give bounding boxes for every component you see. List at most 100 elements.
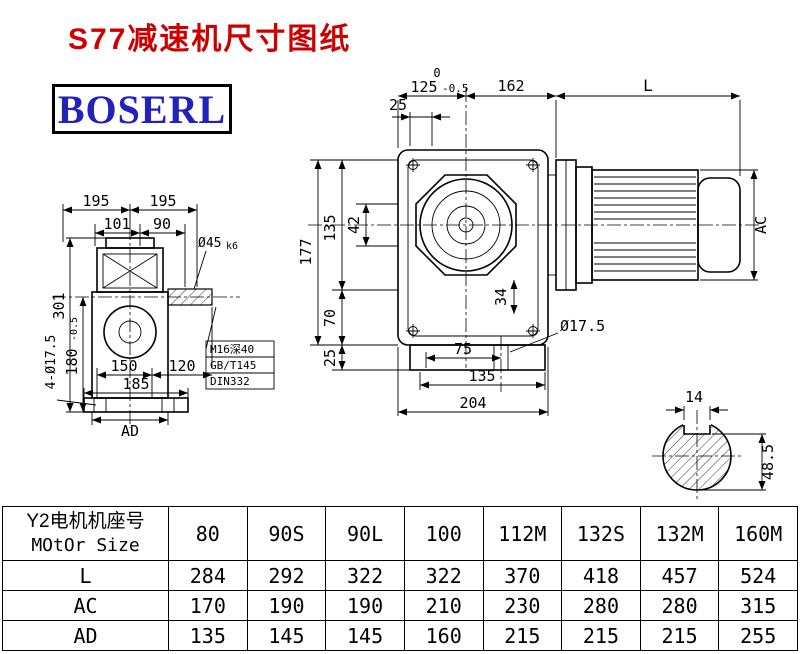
col-header-100: 100 <box>403 506 484 561</box>
table-cell: 370 <box>482 560 563 591</box>
col-header-160m: 160M <box>718 506 798 561</box>
dim-135-bottom: 135 <box>468 367 495 385</box>
dimension-table: Y2电机机座号 MOtOr Size 80 90S 90L 100 112M 1… <box>2 506 798 651</box>
dim-75: 75 <box>454 340 472 358</box>
dim-42: 42 <box>345 216 363 234</box>
table-cell: 160 <box>403 620 484 651</box>
dim-ac: AC <box>752 216 770 234</box>
shaft-end-view: 14 48.5 <box>652 388 777 502</box>
side-view <box>52 226 240 428</box>
table-row-AD: AD 135 145 145 160 215 215 215 255 <box>2 620 798 651</box>
dim-25-top: 25 <box>389 96 407 114</box>
table-cell: 190 <box>246 590 327 621</box>
table-cell: 457 <box>639 560 720 591</box>
dim-90: 90 <box>153 215 171 233</box>
table-cell: 170 <box>168 590 248 621</box>
table-cell: 145 <box>325 620 405 651</box>
table-cell: 280 <box>561 590 641 621</box>
dim-180: 180 <box>63 348 81 375</box>
table-cell: 284 <box>168 560 248 591</box>
table-cell: 524 <box>718 560 798 591</box>
table-cell: 255 <box>718 620 798 651</box>
table-cell: 322 <box>403 560 484 591</box>
dim-301: 301 <box>50 292 68 319</box>
note-line2: GB/T145 <box>210 359 256 372</box>
table-cell: 315 <box>718 590 798 621</box>
col-header-90l: 90L <box>325 506 405 561</box>
dim-L: L <box>643 76 653 95</box>
col-header-90s: 90S <box>246 506 327 561</box>
table-cell: 190 <box>325 590 405 621</box>
side-view-dimensions: 195 195 101 90 Ø45 k6 301 180 -0.5 4-Ø17… <box>44 192 275 440</box>
dim-ad: AD <box>121 422 139 440</box>
dim-34: 34 <box>492 288 510 306</box>
table-cell: 210 <box>403 590 484 621</box>
page-title: S77减速机尺寸图纸 <box>68 23 352 56</box>
table-cell: 135 <box>168 620 248 651</box>
dim-25-bottom: 25 <box>321 349 339 367</box>
dim-180-tol: -0.5 <box>69 317 80 341</box>
dim-150: 150 <box>110 357 137 375</box>
housing-inner-outline <box>407 159 539 337</box>
output-shaft <box>167 288 213 306</box>
dim-14: 14 <box>685 388 703 406</box>
dim-162: 162 <box>497 77 524 95</box>
col-header-112m: 112M <box>482 506 563 561</box>
dim-4-holes: 4-Ø17.5 <box>44 335 59 390</box>
dim-177: 177 <box>297 238 315 265</box>
bearing-circle-outer <box>419 178 513 272</box>
dim-shaft-fit: k6 <box>226 241 238 252</box>
dim-125: 125 <box>410 78 437 96</box>
dim-shaft-dia: Ø45 <box>198 236 221 251</box>
dim-120: 120 <box>168 357 195 375</box>
table-cell: 215 <box>561 620 641 651</box>
dim-135-left: 135 <box>321 214 339 241</box>
mounting-foot <box>409 344 546 371</box>
table-cell: 230 <box>482 590 563 621</box>
motor-end-cap <box>697 177 741 273</box>
table-cell: 215 <box>639 620 720 651</box>
table-row-L: L 284 292 322 322 370 418 457 524 <box>2 560 798 591</box>
motor-size-header: Y2电机机座号 MOtOr Size <box>2 506 169 561</box>
dim-195-left: 195 <box>82 192 109 210</box>
col-header-132s: 132S <box>561 506 641 561</box>
motor-size-header-en: MOtOr Size <box>31 535 140 557</box>
col-header-80: 80 <box>168 506 248 561</box>
table-cell: 280 <box>639 590 720 621</box>
table-cell: 145 <box>246 620 327 651</box>
note-line3: DIN332 <box>210 375 250 388</box>
technical-drawing: 195 195 101 90 Ø45 k6 301 180 -0.5 4-Ø17… <box>44 66 777 502</box>
dim-195-right: 195 <box>149 192 176 210</box>
note-line1: M16深40 <box>210 343 254 356</box>
dim-101: 101 <box>103 215 130 233</box>
row-label-ac: AC <box>2 590 169 621</box>
logo-text: BOSERL <box>57 86 227 132</box>
dim-125-tol-upper: 0 <box>433 66 440 80</box>
dim-204: 204 <box>459 394 486 412</box>
bore-circle <box>103 305 157 359</box>
boserl-logo: BOSERL <box>52 84 232 134</box>
table-cell: 418 <box>561 560 641 591</box>
base-bolt-slot <box>161 397 175 413</box>
motor-fins <box>594 176 696 272</box>
dim-125-tol-lower: -0.5 <box>442 82 469 95</box>
dim-48-5: 48.5 <box>759 444 777 480</box>
table-cell: 292 <box>246 560 327 591</box>
dim-70: 70 <box>321 309 339 327</box>
dim-185: 185 <box>122 375 149 393</box>
row-label-ad: AD <box>2 620 169 651</box>
front-view <box>308 88 762 392</box>
table-header-row: Y2电机机座号 MOtOr Size 80 90S 90L 100 112M 1… <box>2 506 798 561</box>
table-cell: 215 <box>482 620 563 651</box>
table-row-AC: AC 170 190 190 210 230 280 280 315 <box>2 590 798 621</box>
dim-foot-hole: Ø17.5 <box>560 317 605 335</box>
bearing-boss-octagon <box>415 174 517 276</box>
col-header-132m: 132M <box>639 506 720 561</box>
table-cell: 322 <box>325 560 405 591</box>
base-plate <box>83 397 189 413</box>
note-box <box>205 372 275 390</box>
motor-size-header-cn: Y2电机机座号 <box>26 511 145 533</box>
row-label-l: L <box>2 560 169 591</box>
front-view-dimensions: 0 125 -0.5 162 L 25 177 135 70 25 42 34 <box>297 66 770 416</box>
flange-face <box>102 253 158 289</box>
